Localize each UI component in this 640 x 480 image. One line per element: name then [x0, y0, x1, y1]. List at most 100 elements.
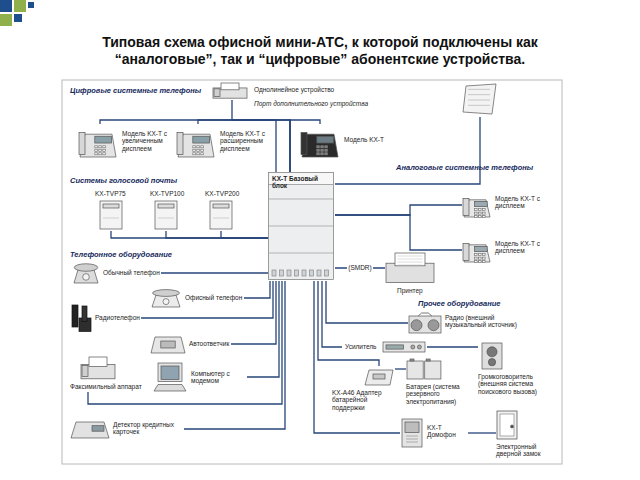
icon-part	[95, 153, 98, 155]
device-icon	[70, 418, 110, 440]
icon-part	[373, 374, 385, 379]
icon-part	[89, 357, 107, 367]
icon-part	[163, 299, 169, 305]
connector-line	[335, 117, 480, 184]
device-label: KX-T Домофон	[427, 424, 467, 439]
icon-part	[177, 133, 183, 155]
group-heading: Телефонное оборудование	[70, 250, 172, 259]
connector-line	[141, 281, 273, 318]
device-icon	[99, 200, 123, 230]
icon-part	[418, 313, 432, 316]
device-node: Порт дополнительного устройства	[254, 84, 499, 117]
icon-part	[80, 134, 116, 157]
icon-part	[82, 366, 88, 377]
icon-part	[301, 133, 307, 155]
connector-line	[427, 346, 478, 347]
icon-part	[398, 256, 423, 257]
icon-part	[321, 146, 324, 148]
icon-part	[402, 419, 422, 447]
icon-part	[325, 149, 328, 151]
device-label: KX-TVP100	[150, 190, 184, 197]
icon-part	[269, 199, 333, 200]
icon-part	[193, 153, 196, 155]
icon-part	[178, 134, 214, 157]
icon-part	[483, 254, 486, 256]
group-heading: Системы голосовой почты	[70, 176, 177, 185]
deco-square	[14, 0, 26, 12]
icon-part	[155, 201, 177, 229]
device-label: Электронный дверной замок	[496, 443, 558, 458]
icon-part	[463, 84, 496, 114]
icon-part	[269, 226, 333, 227]
icon-part	[213, 204, 229, 208]
icon-part	[398, 262, 423, 263]
connector-line	[231, 281, 276, 344]
device-label: KX-TVP75	[95, 190, 126, 197]
device-label: Детектор кредитных карточек	[113, 421, 183, 436]
device-icon	[400, 418, 424, 448]
icon-part	[201, 153, 204, 155]
icon-part	[468, 105, 490, 106]
connector-line	[221, 231, 268, 238]
device-icon	[385, 252, 435, 284]
icon-part	[487, 347, 497, 357]
connector-line	[244, 281, 270, 298]
icon-part	[483, 257, 486, 259]
device-icon	[154, 200, 178, 230]
icon-part	[154, 385, 186, 392]
icon-part	[79, 133, 85, 155]
device-label: Факсимильный аппарат	[70, 383, 142, 390]
icon-part	[317, 153, 320, 155]
icon-part	[479, 254, 482, 256]
icon-part	[272, 270, 276, 276]
icon-part	[409, 316, 441, 333]
device-icon	[462, 84, 498, 116]
icon-part	[193, 149, 196, 151]
device-label: KX-T Базовый блок	[272, 175, 330, 190]
icon-part	[287, 270, 291, 276]
device-node: Модель KX-T	[300, 124, 385, 159]
device-node: KX-T Домофон	[400, 418, 468, 449]
icon-part	[325, 153, 328, 155]
device-label: KX-A46 Адаптер батарейной поддержки	[332, 389, 394, 411]
icon-part	[161, 341, 175, 348]
icon-part	[483, 261, 486, 263]
icon-part	[317, 136, 334, 143]
device-icon	[150, 334, 186, 354]
device-icon	[72, 262, 100, 284]
icon-part	[468, 94, 490, 95]
icon-part	[386, 345, 404, 349]
icon-part	[103, 153, 106, 155]
icon-part	[193, 136, 210, 143]
connector-line	[322, 281, 342, 347]
icon-part	[407, 361, 423, 379]
icon-part	[317, 270, 321, 276]
connector-line	[247, 281, 279, 377]
icon-part	[103, 204, 119, 208]
icon-part	[426, 359, 430, 361]
icon-part	[210, 201, 232, 229]
device-node: Громкоговоритель (внешняя система поиско…	[478, 342, 561, 397]
icon-part	[103, 218, 119, 219]
icon-part	[269, 173, 334, 280]
icon-part	[405, 422, 419, 433]
icon-part	[83, 274, 90, 281]
icon-part	[99, 146, 102, 148]
icon-part	[92, 426, 104, 432]
connector-line	[111, 231, 268, 238]
connector-line	[184, 281, 285, 429]
device-node: Принтер	[385, 252, 436, 296]
icon-part	[193, 146, 196, 148]
device-icon	[80, 356, 116, 380]
icon-part	[302, 270, 306, 276]
group-heading: Цифровые системные телефоны	[70, 86, 201, 95]
device-icon	[176, 124, 216, 158]
icon-part	[463, 199, 469, 216]
device-icon	[152, 362, 188, 392]
icon-part	[475, 212, 478, 214]
icon-part	[398, 265, 423, 266]
icon-part	[302, 134, 338, 157]
device-node: Офисный телефон	[150, 288, 244, 309]
